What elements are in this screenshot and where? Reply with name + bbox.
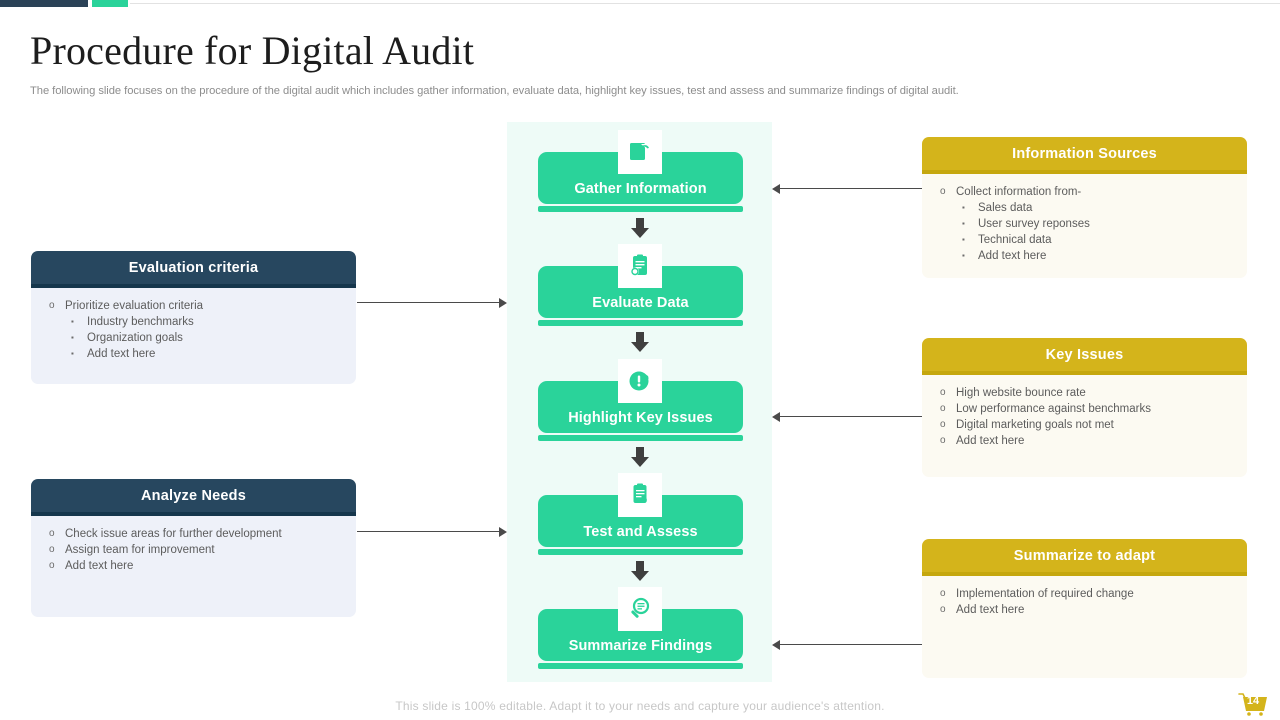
down-arrow-icon xyxy=(628,330,652,354)
list-item: Organization goals xyxy=(41,330,342,346)
flow-step-label: Evaluate Data xyxy=(592,295,689,311)
list-item: Technical data xyxy=(932,232,1233,248)
down-arrow-icon xyxy=(628,559,652,583)
down-arrow-icon xyxy=(628,216,652,240)
checklist-pen-icon xyxy=(617,473,662,517)
flow-step-gather-information[interactable]: Gather Information xyxy=(507,130,772,240)
card-list: Check issue areas for further developmen… xyxy=(41,526,342,574)
flow-step-underbar xyxy=(538,435,743,441)
list-item: Implementation of required change xyxy=(932,586,1233,602)
accent-rule xyxy=(130,3,1280,4)
magnifier-report-icon xyxy=(617,587,662,631)
card-header: Analyze Needs xyxy=(31,479,356,512)
list-item: Prioritize evaluation criteria xyxy=(41,298,342,314)
flow-step-summarize-findings[interactable]: Summarize Findings xyxy=(507,587,772,697)
list-item: Collect information from- xyxy=(932,184,1233,200)
shopping-cart-icon xyxy=(1238,693,1267,716)
list-item: Add text here xyxy=(41,558,342,574)
card-list: Collect information from- Sales data Use… xyxy=(932,184,1233,264)
card-rule xyxy=(922,170,1247,174)
list-item: Assign team for improvement xyxy=(41,542,342,558)
card-list: Implementation of required change Add te… xyxy=(932,586,1233,618)
card-header: Summarize to adapt xyxy=(922,539,1247,572)
connector-evaluation-criteria-to-flow xyxy=(357,298,507,308)
down-arrow-icon xyxy=(628,445,652,469)
flow-step-underbar xyxy=(538,663,743,669)
list-item: Add text here xyxy=(932,248,1233,264)
list-item: User survey reponses xyxy=(932,216,1233,232)
page-title: Procedure for Digital Audit xyxy=(30,28,475,73)
top-accent-bar xyxy=(0,0,1280,7)
connector-key-issues-to-flow xyxy=(772,412,922,422)
connector-analyze-needs-to-flow xyxy=(357,527,507,537)
flow-step-label: Highlight Key Issues xyxy=(568,410,713,426)
card-title: Information Sources xyxy=(1012,145,1157,162)
card-body: High website bounce rate Low performance… xyxy=(922,375,1247,477)
list-item: Low performance against benchmarks xyxy=(932,401,1233,417)
list-item: Add text here xyxy=(932,433,1233,449)
card-title: Summarize to adapt xyxy=(1013,547,1156,564)
card-list: High website bounce rate Low performance… xyxy=(932,385,1233,449)
card-rule xyxy=(922,371,1247,375)
list-item: Check issue areas for further developmen… xyxy=(41,526,342,542)
card-body: Collect information from- Sales data Use… xyxy=(922,174,1247,278)
flow-step-test-and-assess[interactable]: Test and Assess xyxy=(507,473,772,583)
page-number-badge: 14 xyxy=(1236,692,1270,716)
list-item: Digital marketing goals not met xyxy=(932,417,1233,433)
card-body: Check issue areas for further developmen… xyxy=(31,516,356,617)
flow-step-label: Test and Assess xyxy=(583,524,698,540)
list-item: Add text here xyxy=(41,346,342,362)
flow-step-evaluate-data[interactable]: Evaluate Data xyxy=(507,244,772,354)
alert-circle-icon xyxy=(617,359,662,403)
footer-note: This slide is 100% editable. Adapt it to… xyxy=(395,699,885,713)
card-analyze-needs[interactable]: Analyze Needs Check issue areas for furt… xyxy=(31,479,356,617)
card-header: Evaluation criteria xyxy=(31,251,356,284)
card-rule xyxy=(31,284,356,288)
list-item: High website bounce rate xyxy=(932,385,1233,401)
flow-panel: Gather Information Evaluate Data xyxy=(507,122,772,682)
flow-step-underbar xyxy=(538,206,743,212)
card-title: Key Issues xyxy=(1045,346,1124,363)
connector-summarize-to-adapt-to-flow xyxy=(772,640,922,650)
card-key-issues[interactable]: Key Issues High website bounce rate Low … xyxy=(922,338,1247,477)
card-body: Prioritize evaluation criteria Industry … xyxy=(31,288,356,384)
card-header: Information Sources xyxy=(922,137,1247,170)
flow-step-underbar xyxy=(538,320,743,326)
card-rule xyxy=(31,512,356,516)
document-grab-icon xyxy=(617,130,662,174)
flow-step-underbar xyxy=(538,549,743,555)
card-evaluation-criteria[interactable]: Evaluation criteria Prioritize evaluatio… xyxy=(31,251,356,384)
flow-step-highlight-key-issues[interactable]: Highlight Key Issues xyxy=(507,359,772,469)
flow-step-label: Summarize Findings xyxy=(568,638,713,654)
card-rule xyxy=(922,572,1247,576)
list-item: Sales data xyxy=(932,200,1233,216)
card-body: Implementation of required change Add te… xyxy=(922,576,1247,678)
accent-segment-teal xyxy=(92,0,128,7)
flow-step-label: Gather Information xyxy=(574,181,707,197)
list-item: Industry benchmarks xyxy=(41,314,342,330)
card-information-sources[interactable]: Information Sources Collect information … xyxy=(922,137,1247,278)
clipboard-check-icon xyxy=(617,244,662,288)
list-item: Add text here xyxy=(932,602,1233,618)
connector-information-sources-to-flow xyxy=(772,184,922,194)
card-title: Analyze Needs xyxy=(141,487,246,504)
card-header: Key Issues xyxy=(922,338,1247,371)
card-list: Prioritize evaluation criteria Industry … xyxy=(41,298,342,362)
page-subtitle: The following slide focuses on the proce… xyxy=(30,85,959,97)
flow-step-card[interactable]: Gather Information xyxy=(538,152,743,204)
card-title: Evaluation criteria xyxy=(128,259,259,276)
page-number: 14 xyxy=(1246,695,1260,707)
card-summarize-to-adapt[interactable]: Summarize to adapt Implementation of req… xyxy=(922,539,1247,678)
accent-segment-navy xyxy=(0,0,88,7)
